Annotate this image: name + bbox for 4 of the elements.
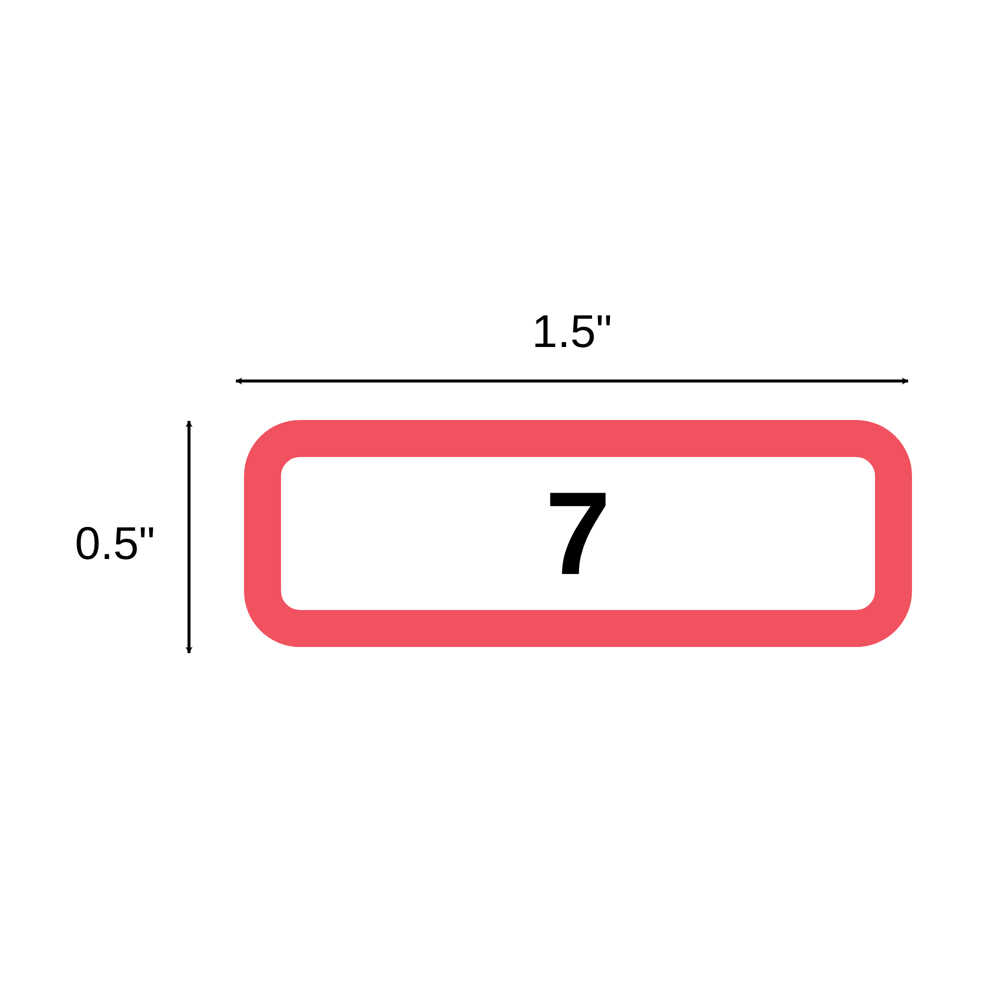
dimension-label: 0.5"	[74, 520, 156, 566]
label-plate	[244, 420, 912, 647]
plate-number: 7	[545, 474, 611, 592]
dimension-label: 1.5"	[532, 308, 612, 354]
